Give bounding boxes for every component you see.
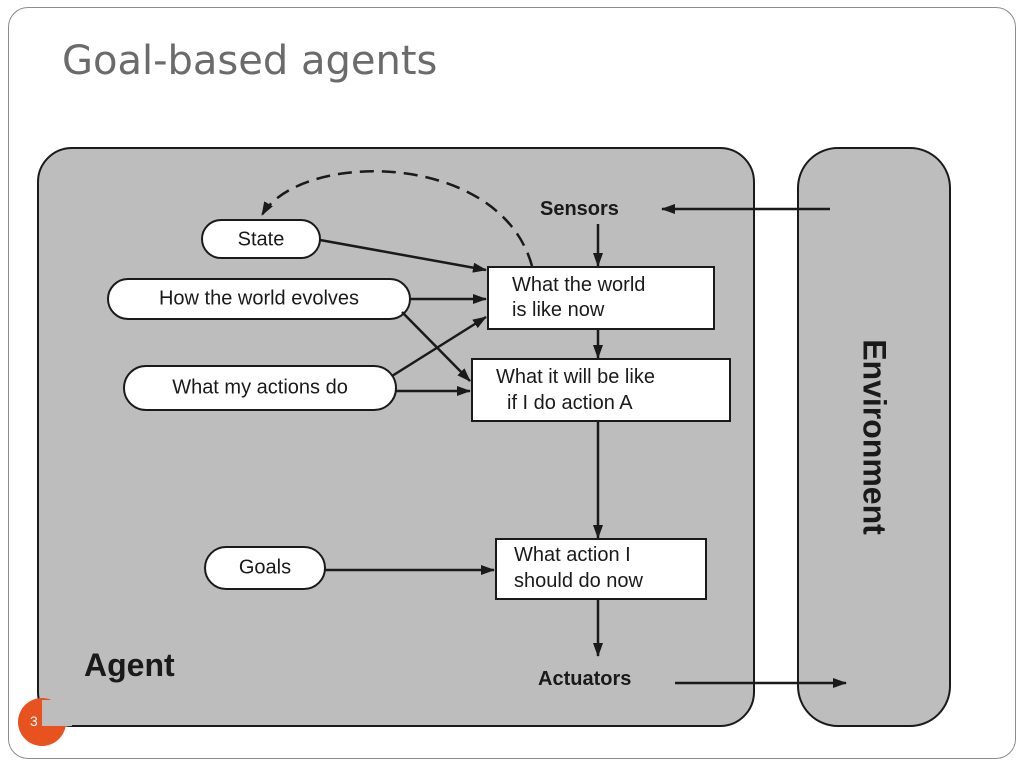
what-my-actions-do-node: What my actions do	[123, 365, 397, 411]
arrow-actions-do-to-world-now	[391, 315, 487, 378]
agent-label: Agent	[84, 647, 175, 683]
state-node: State	[201, 219, 321, 259]
action-now-line-1: What action I	[514, 544, 631, 566]
sensors-label: Sensors	[540, 198, 619, 220]
world-if-action-box: What it will be like if I do action A	[471, 358, 731, 422]
world-now-line-2: is like now	[512, 299, 605, 321]
arrow-state-to-world-now	[319, 238, 487, 273]
page-number: 3	[30, 713, 38, 729]
goals-label: Goals	[239, 556, 291, 578]
what-my-actions-do-label: What my actions do	[172, 376, 348, 398]
world-if-action-line-1: What it will be like	[496, 366, 655, 388]
action-now-box: What action I should do now	[495, 538, 707, 600]
world-now-box: What the world is like now	[487, 266, 715, 330]
agent-region-edge	[42, 700, 72, 726]
environment-label: Environment	[857, 339, 893, 535]
environment-region	[797, 147, 951, 727]
how-world-evolves-label: How the world evolves	[159, 287, 359, 309]
world-now-line-1: What the world	[512, 274, 645, 296]
actuators-label: Actuators	[538, 668, 631, 690]
state-label: State	[238, 228, 285, 250]
slide-title: Goal-based agents	[62, 38, 438, 84]
arrow-feedback-to-state	[260, 170, 534, 267]
world-if-action-line-2: if I do action A	[507, 392, 633, 414]
goals-node: Goals	[204, 546, 326, 590]
how-world-evolves-node: How the world evolves	[107, 278, 411, 320]
agent-region	[37, 147, 755, 727]
arrow-evolves-to-world-if-action	[401, 311, 471, 382]
action-now-line-2: should do now	[514, 570, 644, 592]
